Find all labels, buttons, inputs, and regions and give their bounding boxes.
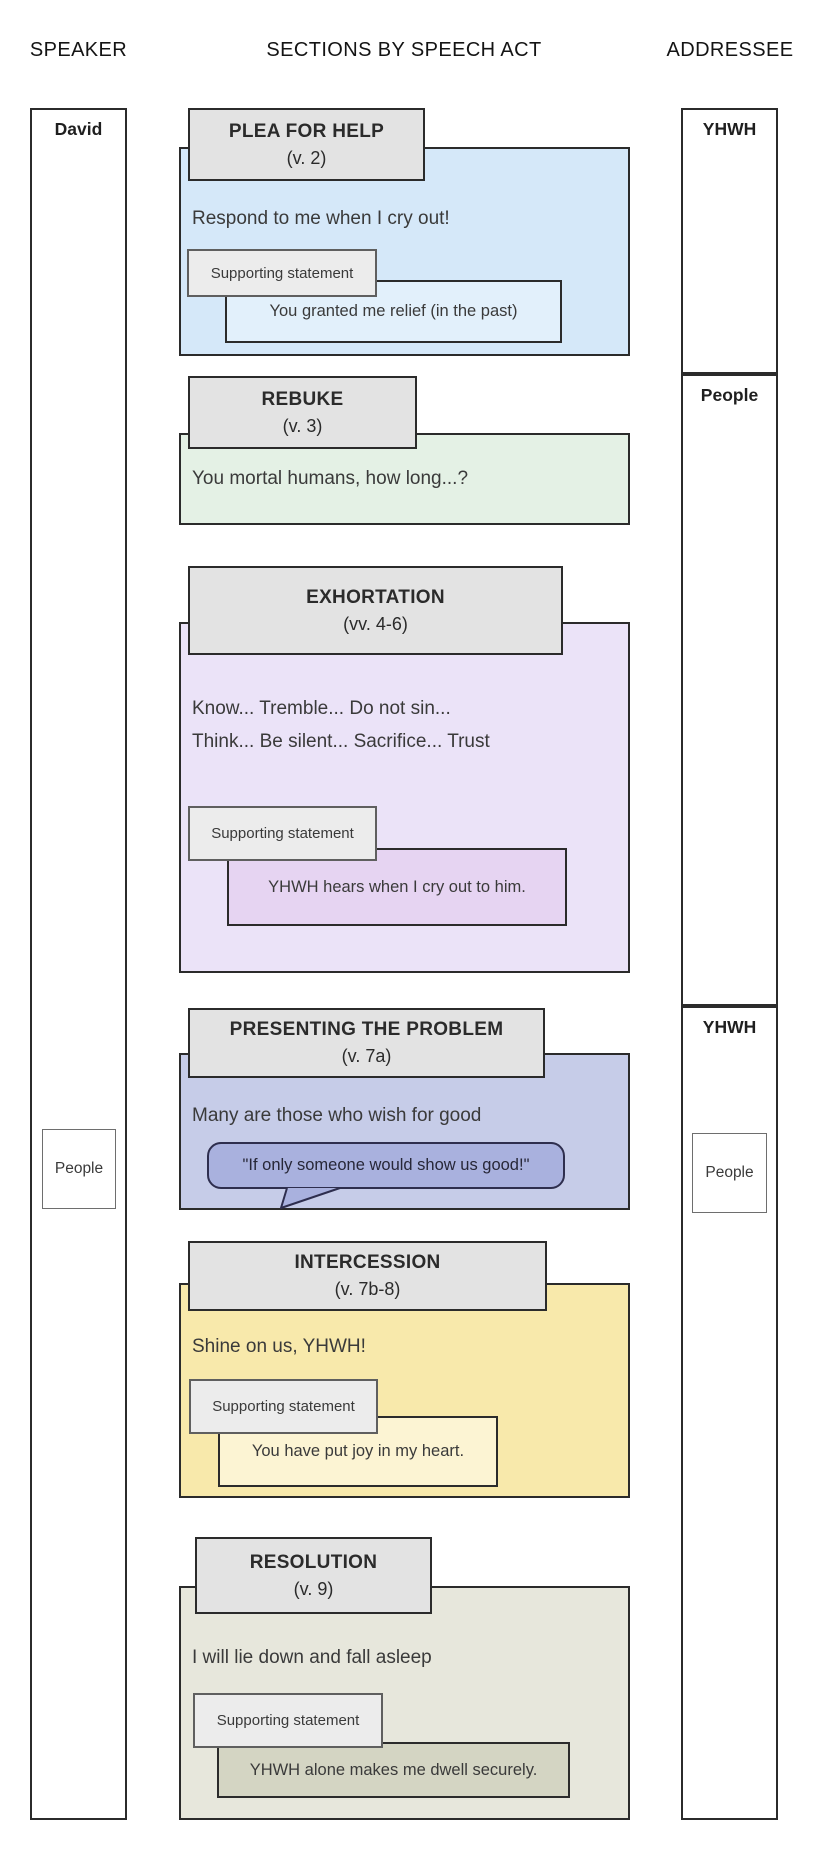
addressee-box-yhwh-1: YHWH bbox=[681, 108, 778, 374]
addressee-people-box: People bbox=[692, 1133, 767, 1213]
section-title: INTERCESSION bbox=[294, 1252, 441, 1273]
section-title: RESOLUTION bbox=[249, 1551, 378, 1573]
supporting-statement-tab: Supporting statement bbox=[187, 249, 377, 297]
section-header-presenting-the-problem: PRESENTING THE PROBLEM (v. 7a) bbox=[188, 1008, 545, 1078]
speaker-label: David bbox=[54, 119, 103, 139]
section-title: EXHORTATION bbox=[306, 586, 445, 608]
speech-bubble: "If only someone would show us good!" bbox=[207, 1142, 565, 1189]
speech-bubble-text: "If only someone would show us good!" bbox=[242, 1156, 530, 1174]
section-header-plea-for-help: PLEA FOR HELP (v. 2) bbox=[188, 108, 425, 181]
supporting-statement-tab: Supporting statement bbox=[193, 1693, 383, 1748]
supporting-statement-text: You granted me relief (in the past) bbox=[269, 302, 518, 320]
section-text: I will lie down and fall asleep bbox=[192, 1647, 432, 1668]
section-header-intercession: INTERCESSION (v. 7b-8) bbox=[188, 1241, 547, 1311]
addressee-label-yhwh-1: YHWH bbox=[702, 119, 757, 139]
supporting-statement-tab: Supporting statement bbox=[188, 806, 377, 861]
section-header-resolution: RESOLUTION (v. 9) bbox=[195, 1537, 432, 1614]
section-verse: (v. 9) bbox=[293, 1578, 334, 1599]
addressee-people-label: People bbox=[705, 1164, 754, 1181]
supporting-statement-text: YHWH alone makes me dwell securely. bbox=[249, 1760, 538, 1779]
supporting-statement-tab: Supporting statement bbox=[189, 1379, 378, 1434]
section-verse: (v. 7a) bbox=[341, 1046, 392, 1066]
section-header-rebuke: REBUKE (v. 3) bbox=[188, 376, 417, 449]
section-header-exhortation: EXHORTATION (vv. 4-6) bbox=[188, 566, 563, 655]
supporting-statement-label: Supporting statement bbox=[210, 264, 354, 282]
section-text: Respond to me when I cry out! bbox=[192, 208, 450, 229]
addressee-box-people: People bbox=[681, 374, 778, 1006]
supporting-statement-label: Supporting statement bbox=[211, 825, 354, 842]
section-title: REBUKE bbox=[261, 388, 344, 410]
supporting-statement-label: Supporting statement bbox=[212, 1398, 355, 1415]
section-verse: (vv. 4-6) bbox=[343, 613, 408, 634]
supporting-statement-text: You have put joy in my heart. bbox=[251, 1442, 465, 1460]
addressee-box-yhwh-2: YHWH bbox=[681, 1006, 778, 1820]
sections-column-header: SECTIONS BY SPEECH ACT bbox=[266, 39, 542, 61]
section-text: Many are those who wish for good bbox=[192, 1105, 482, 1126]
section-title: PLEA FOR HELP bbox=[228, 120, 385, 142]
section-title: PRESENTING THE PROBLEM bbox=[229, 1019, 504, 1040]
supporting-statement-text: YHWH hears when I cry out to him. bbox=[268, 877, 526, 896]
section-verse: (v. 7b-8) bbox=[334, 1279, 401, 1299]
addressee-label-people: People bbox=[700, 385, 759, 405]
speaker-column-header: SPEAKER bbox=[29, 39, 128, 61]
section-text: Know... Tremble... Do not sin... Think..… bbox=[192, 698, 490, 752]
speaker-box-david: David bbox=[30, 108, 127, 1820]
section-text: You mortal humans, how long...? bbox=[192, 468, 469, 489]
speech-bubble-tail bbox=[280, 1187, 341, 1209]
addressee-column-header: ADDRESSEE bbox=[666, 39, 794, 61]
section-verse: (v. 2) bbox=[286, 147, 327, 168]
section-text: Shine on us, YHWH! bbox=[192, 1336, 366, 1357]
supporting-statement-box: YHWH hears when I cry out to him. bbox=[227, 848, 567, 926]
speaker-people-box: People bbox=[42, 1129, 116, 1209]
supporting-statement-box: YHWH alone makes me dwell securely. bbox=[217, 1742, 570, 1798]
supporting-statement-label: Supporting statement bbox=[216, 1712, 360, 1729]
speaker-people-label: People bbox=[54, 1160, 104, 1177]
section-verse: (v. 3) bbox=[282, 415, 323, 436]
addressee-label-yhwh-2: YHWH bbox=[702, 1017, 757, 1037]
